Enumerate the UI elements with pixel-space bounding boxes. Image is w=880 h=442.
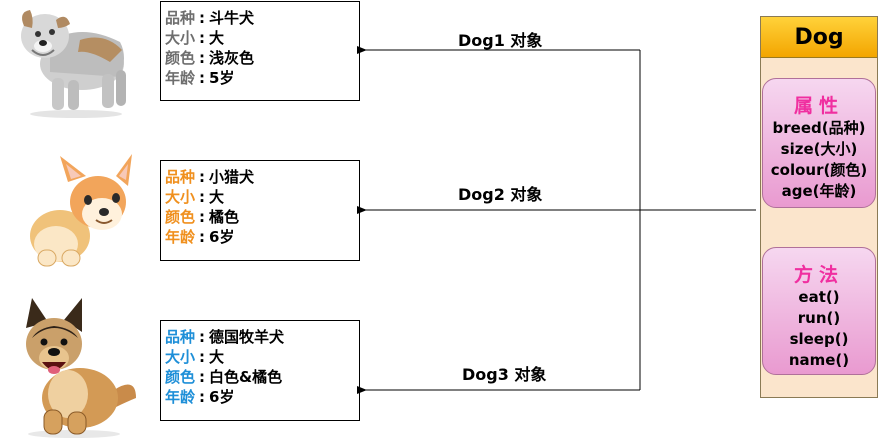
field-separator: :: [199, 368, 206, 386]
dog3-info-box: 品种:德国牧羊犬 大小:大 颜色:白色&橘色 年龄:6岁: [160, 320, 360, 421]
field-value: 5岁: [209, 69, 235, 87]
methods-section: 方法 eat() run() sleep() name(): [762, 247, 876, 375]
attribute-item: age(年龄): [781, 182, 857, 200]
method-item: sleep(): [789, 330, 849, 348]
field-label: 品种: [165, 9, 196, 27]
field-separator: :: [199, 29, 206, 47]
field-value: 浅灰色: [209, 49, 255, 67]
field-label: 品种: [165, 328, 196, 346]
info-line-age: 年龄:5岁: [165, 68, 355, 88]
field-separator: :: [199, 168, 206, 186]
attribute-item: size(大小): [780, 140, 858, 158]
field-label: 颜色: [165, 208, 196, 226]
field-separator: :: [199, 69, 206, 87]
field-label: 颜色: [165, 368, 196, 386]
info-line-breed: 品种:小猎犬: [165, 167, 355, 187]
info-line-size: 大小:大: [165, 187, 355, 207]
corgi-illustration: [30, 154, 132, 267]
class-name: Dog: [761, 17, 877, 58]
info-line-color: 颜色:橘色: [165, 207, 355, 227]
field-separator: :: [199, 328, 206, 346]
field-separator: :: [199, 208, 206, 226]
attributes-title: 属性: [793, 95, 844, 117]
field-label: 年龄: [165, 388, 196, 406]
field-label: 大小: [165, 348, 196, 366]
field-separator: :: [199, 9, 206, 27]
field-label: 大小: [165, 188, 196, 206]
methods-title: 方法: [793, 264, 844, 286]
attribute-item: colour(颜色): [770, 161, 868, 179]
field-value: 橘色: [209, 208, 240, 226]
info-line-color: 颜色:浅灰色: [165, 48, 355, 68]
field-separator: :: [199, 49, 206, 67]
field-label: 大小: [165, 29, 196, 47]
field-separator: :: [199, 228, 206, 246]
field-label: 年龄: [165, 228, 196, 246]
field-separator: :: [199, 188, 206, 206]
dog1-info-box: 品种:斗牛犬 大小:大 颜色:浅灰色 年龄:5岁: [160, 1, 360, 101]
info-line-size: 大小:大: [165, 347, 355, 367]
field-label: 年龄: [165, 69, 196, 87]
info-line-age: 年龄:6岁: [165, 387, 355, 407]
field-value: 大: [209, 348, 225, 366]
dog-class-box: Dog 属性 breed(品种) size(大小) colour(颜色) age…: [760, 16, 878, 398]
attribute-item: breed(品种): [772, 119, 866, 137]
field-value: 斗牛犬: [209, 9, 255, 27]
field-value: 小猎犬: [209, 168, 255, 186]
german-shepherd-illustration: [26, 298, 136, 438]
field-value: 德国牧羊犬: [209, 328, 285, 346]
bulldog-illustration: [21, 10, 126, 118]
field-separator: :: [199, 348, 206, 366]
method-item: name(): [788, 351, 850, 369]
field-value: 大: [209, 188, 225, 206]
info-line-color: 颜色:白色&橘色: [165, 367, 355, 387]
info-line-breed: 品种:斗牛犬: [165, 8, 355, 28]
method-item: eat(): [798, 288, 840, 306]
field-separator: :: [199, 388, 206, 406]
info-line-breed: 品种:德国牧羊犬: [165, 327, 355, 347]
field-value: 6岁: [209, 388, 235, 406]
field-value: 白色&橘色: [209, 368, 283, 386]
dog2-info-box: 品种:小猎犬 大小:大 颜色:橘色 年龄:6岁: [160, 160, 360, 261]
field-value: 大: [209, 29, 225, 47]
method-item: run(): [797, 309, 841, 327]
dog3-object-label: Dog3 对象: [462, 365, 547, 384]
dog1-object-label: Dog1 对象: [458, 31, 543, 50]
field-label: 品种: [165, 168, 196, 186]
info-line-age: 年龄:6岁: [165, 227, 355, 247]
dog2-object-label: Dog2 对象: [458, 185, 543, 204]
field-value: 6岁: [209, 228, 235, 246]
info-line-size: 大小:大: [165, 28, 355, 48]
attributes-section: 属性 breed(品种) size(大小) colour(颜色) age(年龄): [762, 78, 876, 208]
field-label: 颜色: [165, 49, 196, 67]
